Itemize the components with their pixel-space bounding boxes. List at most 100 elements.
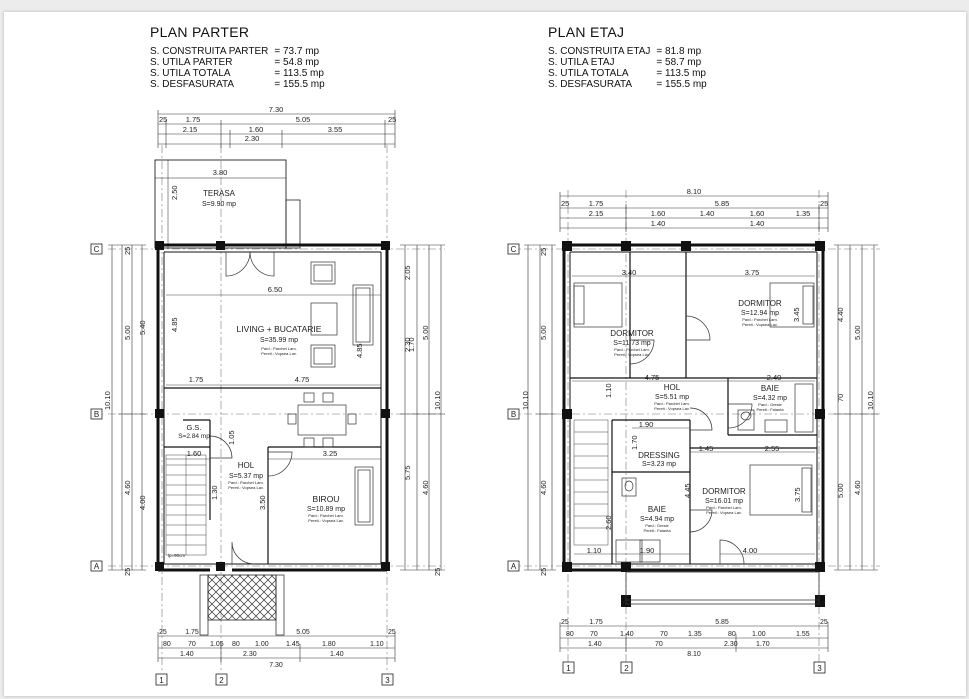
dim-label: 5.40 (138, 320, 147, 335)
stat-value: = 58.7 mp (656, 57, 702, 68)
dim-label: 4.00 (138, 495, 147, 510)
room-name-gs: G.S. (186, 423, 201, 432)
parter-plan: 7.30 25 1.75 5.05 25 2.15 1.60 3.55 2.30… (90, 105, 445, 686)
dim-label: 3.80 (213, 168, 228, 177)
etaj-title: PLAN ETAJ (548, 24, 625, 40)
dim-label: 1.60 (651, 209, 666, 218)
dim-label: 25 (123, 568, 132, 576)
dim-label: 25 (561, 199, 569, 208)
dim-label: 5.00 (853, 325, 862, 340)
room-note: Pereti.: Faianta (756, 407, 784, 412)
dim-label: 2.30 (245, 134, 260, 143)
dim-label: 2.50 (170, 185, 179, 200)
dim-label: 1.75 (589, 619, 603, 626)
stat-row: S. CONSTRUITA PARTER= 73.7 mp (150, 46, 331, 57)
dim-label: 2.15 (589, 209, 604, 218)
dim-label: 1.40 (588, 641, 602, 648)
dim-label: 7.30 (269, 662, 283, 669)
room-area-dressing: S=3.23 mp (642, 461, 676, 468)
room-note: Pereti.: Vopsea Lav. (614, 352, 650, 357)
room-area-hol: S=5.51 mp (655, 394, 689, 401)
stat-label: S. CONSTRUITA ETAJ (548, 46, 651, 57)
dim-label: 5.05 (296, 115, 311, 124)
dim-label: 25 (388, 629, 396, 636)
stat-row: S. CONSTRUITA ETAJ= 81.8 mp (548, 46, 713, 57)
dim-label: 1.90 (640, 546, 655, 555)
axis-label-a: A (94, 562, 100, 571)
dim-label: 3.75 (745, 268, 760, 277)
room-note: Pereti.: Vopsea Lav. (261, 351, 297, 356)
dim-label: 1.05 (210, 641, 224, 648)
room-note: Pard.: Parchet Lam. (261, 346, 297, 351)
stat-value: = 113.5 mp (656, 68, 706, 79)
room-area-dorm1: S=11.73 mp (613, 340, 651, 347)
dim-label: 70 (590, 631, 598, 638)
stat-label: S. UTILA TOTALA (548, 68, 629, 79)
dim-label: 8.10 (687, 651, 701, 658)
room-name-baie1: BAIE (761, 384, 779, 393)
dim-label: 4.45 (683, 483, 692, 498)
axis-label-3: 3 (817, 664, 822, 673)
terrace-side-wall (285, 199, 301, 249)
dim-label: 5.00 (421, 325, 430, 340)
dim-label: 1.35 (796, 209, 811, 218)
etaj-header: PLAN ETAJ S. CONSTRUITA ETAJ= 81.8 mp S.… (548, 24, 713, 90)
room-name-hol: HOL (664, 383, 681, 392)
dim-label: 4.85 (170, 317, 179, 332)
dim-label: 2.30 (403, 337, 412, 352)
dim-label: 3.40 (622, 268, 637, 277)
dim-label: 1.45 (286, 641, 300, 648)
room-name-dressing: DRESSING (638, 451, 680, 460)
dim-label: 1.75 (189, 375, 204, 384)
stat-label: S. UTILA ETAJ (548, 57, 615, 68)
dim-label: 10.10 (521, 391, 530, 410)
etaj-plan: 8.10 25 1.75 5.85 25 2.15 1.60 1.40 1.60… (507, 187, 880, 674)
stat-row: S. UTILA TOTALA = 113.5 mp (548, 68, 713, 79)
room-note: Pereti.: Vopsea Lav. (308, 518, 344, 523)
parter-columns (155, 241, 390, 571)
dim-label: 1.10 (587, 546, 602, 555)
axis-label-c: C (511, 245, 517, 254)
dim-label: 1.75 (589, 199, 604, 208)
room-area-gs: S=2.84 mp (178, 433, 210, 440)
dim-label: 1.40 (700, 209, 715, 218)
dim-label: 80 (728, 631, 736, 638)
dim-label: 1.30 (210, 485, 219, 500)
dim-label: 1.00 (255, 641, 269, 648)
room-area-hol: S=5.37 mp (229, 473, 263, 480)
dim-label: 1.70 (407, 337, 416, 352)
stair-note: lp=90cm (168, 553, 185, 558)
parter-title: PLAN PARTER (150, 24, 250, 40)
dim-label: 1.00 (752, 631, 766, 638)
dim-label: 25 (159, 115, 167, 124)
stat-row: S. UTILA TOTALA = 113.5 mp (150, 68, 331, 79)
axis-label-b: B (94, 410, 99, 419)
room-name-hol: HOL (238, 461, 255, 470)
dim-label: 1.75 (186, 115, 201, 124)
parter-header: PLAN PARTER S. CONSTRUITA PARTER= 73.7 m… (150, 24, 331, 90)
room-name-dorm2: DORMITOR (738, 299, 782, 308)
room-name-dorm1: DORMITOR (610, 329, 654, 338)
dim-label: 25 (539, 568, 548, 576)
stat-row: S. UTILA PARTER= 54.8 mp (150, 57, 331, 68)
room-name-dorm3: DORMITOR (702, 487, 746, 496)
stat-label: S. UTILA TOTALA (150, 68, 231, 79)
dim-label: 7.30 (269, 105, 284, 114)
dim-label: 25 (820, 619, 828, 626)
dim-label: 1.90 (639, 420, 654, 429)
axis-label-3: 3 (385, 676, 390, 685)
stat-label: S. DESFASURATA (548, 79, 633, 90)
dim-label: 25 (561, 619, 569, 626)
room-note: Pereti.: Vopsea Lav. (228, 485, 264, 490)
dim-label: 5.00 (539, 325, 548, 340)
stat-value: = 113.5 mp (274, 68, 324, 79)
dim-label: 1.75 (185, 629, 199, 636)
dim-label: 3.45 (792, 307, 801, 322)
axis-label-1: 1 (566, 664, 571, 673)
dim-label: 25 (539, 248, 548, 256)
dim-label: 4.60 (853, 480, 862, 495)
dim-label: 5.75 (403, 465, 412, 480)
dim-label: 10.10 (103, 391, 112, 410)
entrance-landing (207, 574, 277, 621)
dim-label: 1.40 (330, 651, 344, 658)
